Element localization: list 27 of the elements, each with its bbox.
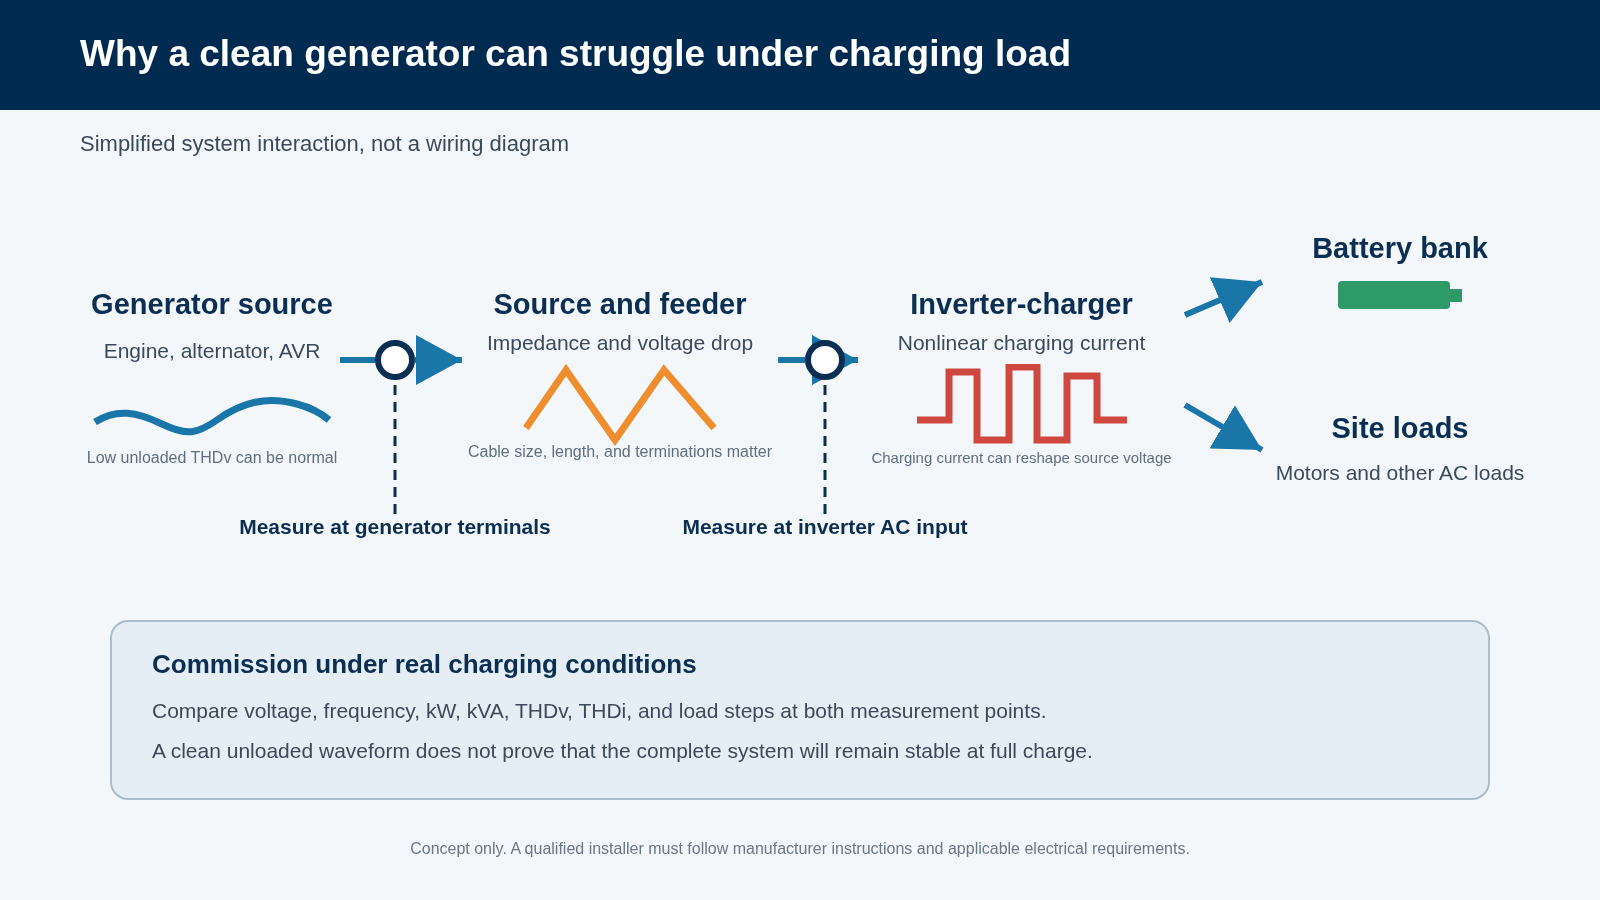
measurement-label: Measure at inverter AC input <box>650 514 1000 540</box>
node-subtitle: Motors and other AC loads <box>1275 460 1525 486</box>
title: Why a clean generator can struggle under charging load <box>80 32 1071 76</box>
node-caption: Cable size, length, and terminations matter <box>467 442 773 462</box>
node-subtitle: Impedance and voltage drop <box>486 330 754 356</box>
measurement-point <box>375 340 415 380</box>
subtitle: Simplified system interaction, not a wiring diagram <box>80 130 570 158</box>
arrow <box>812 335 858 385</box>
arrow <box>415 335 462 385</box>
note-panel <box>110 620 1490 800</box>
node-title: Battery bank <box>1312 231 1488 266</box>
node-subtitle: Nonlinear charging current <box>897 330 1146 356</box>
panel-heading: Commission under real charging conditions <box>152 648 698 680</box>
node-caption: Charging current can reshape source voltage <box>871 448 1172 468</box>
measurement-point <box>805 340 845 380</box>
arrow <box>1183 402 1264 453</box>
node-title: Inverter-charger <box>910 287 1133 322</box>
node-caption: Low unloaded THDv can be normal <box>86 448 338 468</box>
arrow <box>1183 277 1264 324</box>
node-subtitle: Engine, alternator, AVR <box>103 338 321 364</box>
node-title: Source and feeder <box>493 287 747 322</box>
panel-text: A clean unloaded waveform does not prove that the complete system will remain stable at full charge. <box>152 738 1094 764</box>
node-title: Site loads <box>1331 411 1469 446</box>
measurement-label: Measure at generator terminals <box>215 514 575 540</box>
footer-note: Concept only. A qualified installer must follow manufacturer instructions and applicable electrical requirements. <box>409 839 1191 859</box>
panel-text: Compare voltage, frequency, kW, kVA, THDv, THDi, and load steps at both measurement points. <box>152 698 1048 724</box>
node-title: Generator source <box>91 287 333 322</box>
